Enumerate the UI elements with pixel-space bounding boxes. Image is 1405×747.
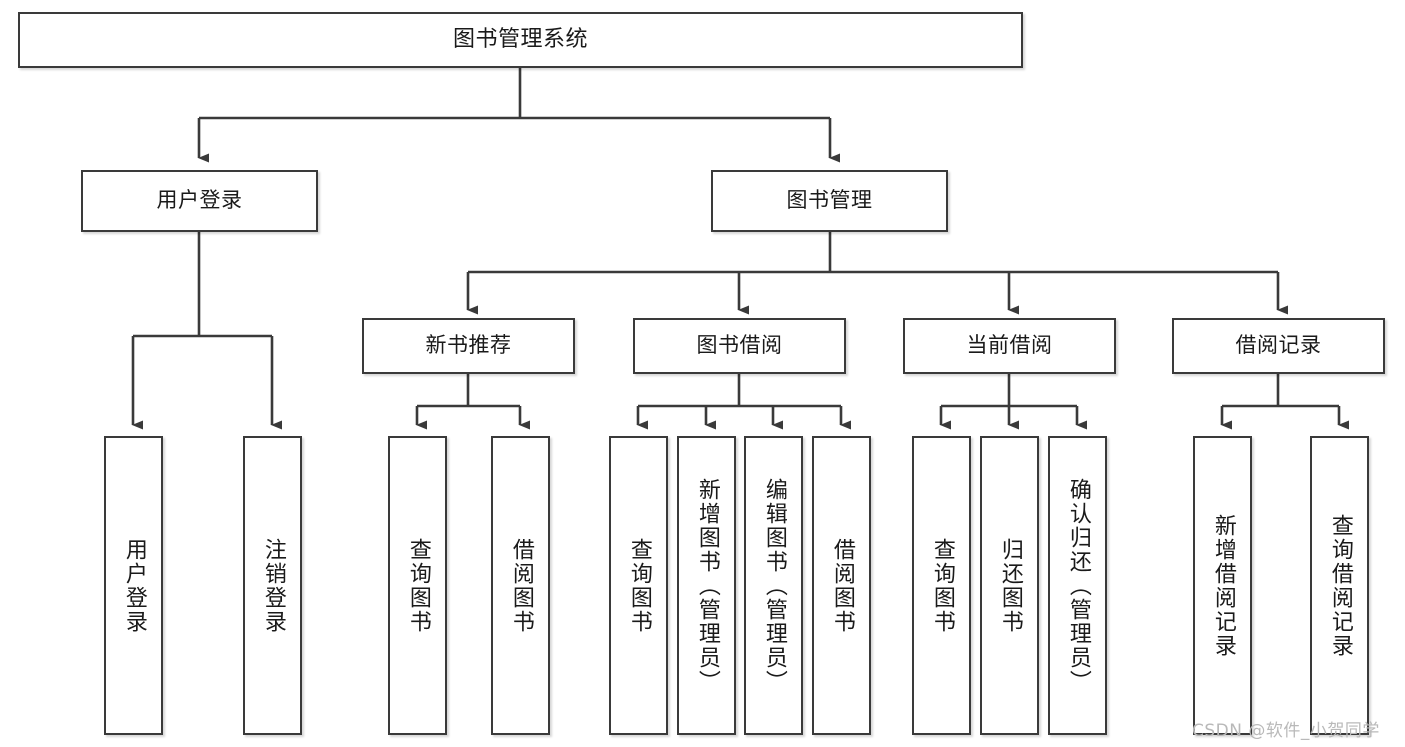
node-leaf-query-borrow-record[interactable]: 查询借阅记录 <box>1310 436 1369 735</box>
node-leaf-borrow-book[interactable]: 借阅图书 <box>812 436 871 735</box>
node-book-management[interactable]: 图书管理 <box>711 170 948 232</box>
node-label: 借阅图书 <box>829 537 855 634</box>
node-label: 归还图书 <box>997 537 1023 634</box>
node-label: 查询图书 <box>405 537 431 634</box>
node-label: 当前借阅 <box>966 333 1053 358</box>
node-label: 新增借阅记录 <box>1210 513 1236 658</box>
node-label: 用户登录 <box>121 537 147 634</box>
node-label: 查询图书 <box>626 537 652 634</box>
node-borrow-record[interactable]: 借阅记录 <box>1172 318 1385 374</box>
node-leaf-borrow-book-recommend[interactable]: 借阅图书 <box>491 436 550 735</box>
node-leaf-add-borrow-record[interactable]: 新增借阅记录 <box>1193 436 1252 735</box>
node-user-login[interactable]: 用户登录 <box>81 170 318 232</box>
node-label: 查询图书 <box>929 537 955 634</box>
node-book-borrow[interactable]: 图书借阅 <box>633 318 846 374</box>
node-leaf-query-book-recommend[interactable]: 查询图书 <box>388 436 447 735</box>
node-label: 查询借阅记录 <box>1327 513 1353 658</box>
node-label: 用户登录 <box>156 188 243 213</box>
node-leaf-add-book-admin[interactable]: 新增图书（管理员） <box>677 436 736 735</box>
node-leaf-edit-book-admin[interactable]: 编辑图书（管理员） <box>744 436 803 735</box>
node-label: 借阅记录 <box>1235 333 1322 358</box>
node-label: 新书推荐 <box>425 333 512 358</box>
node-current-borrow[interactable]: 当前借阅 <box>903 318 1116 374</box>
node-new-book-recommend[interactable]: 新书推荐 <box>362 318 575 374</box>
node-label: 确认归还（管理员） <box>1065 477 1091 694</box>
node-root-book-management-system[interactable]: 图书管理系统 <box>18 12 1023 68</box>
node-label: 借阅图书 <box>508 537 534 634</box>
node-leaf-query-book[interactable]: 查询图书 <box>609 436 668 735</box>
node-label: 新增图书（管理员） <box>694 477 720 694</box>
node-label: 编辑图书（管理员） <box>761 477 787 694</box>
node-label: 注销登录 <box>260 537 286 634</box>
node-leaf-user-login[interactable]: 用户登录 <box>104 436 163 735</box>
node-leaf-query-book-current[interactable]: 查询图书 <box>912 436 971 735</box>
node-label: 图书管理系统 <box>452 26 588 52</box>
csdn-watermark: CSDN @软件_小贺同学 <box>1192 721 1380 741</box>
node-label: 图书借阅 <box>696 333 783 358</box>
node-leaf-logout[interactable]: 注销登录 <box>243 436 302 735</box>
node-label: 图书管理 <box>786 188 873 213</box>
node-leaf-confirm-return-admin[interactable]: 确认归还（管理员） <box>1048 436 1107 735</box>
node-leaf-return-book[interactable]: 归还图书 <box>980 436 1039 735</box>
